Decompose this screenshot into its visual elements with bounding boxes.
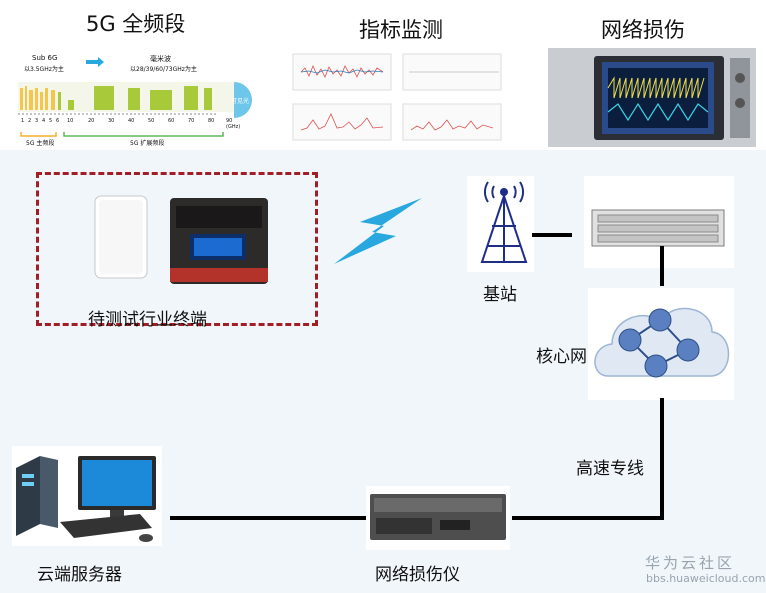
tick-label: 4	[42, 118, 46, 124]
monitor-title: 指标监测	[359, 18, 443, 42]
watermark-url: bbs.huaweicloud.com	[646, 572, 766, 585]
impairment-title: 网络损伤	[601, 18, 685, 42]
monitor-screenshot	[287, 42, 509, 146]
impairment-screenshot	[548, 48, 756, 147]
impairment-device-image	[366, 486, 510, 550]
ext-band-label: 5G 扩展频段	[130, 140, 165, 147]
tick-label: 80	[208, 118, 215, 124]
visible-light-badge: 可见光	[231, 98, 250, 105]
sub6-title: Sub 6G	[32, 54, 58, 62]
tick-label: 6	[56, 118, 60, 124]
impairment-device-label: 网络损伤仪	[375, 565, 460, 585]
tick-label: 2	[28, 118, 32, 124]
mmwave-subtitle: 以28/39/60/73GHz为主	[130, 66, 197, 73]
cloud-server-image	[12, 446, 162, 546]
cloud-server-label: 云端服务器	[37, 565, 122, 585]
spectrum-title: 5G 全频段	[86, 12, 186, 36]
tick-label: 1	[21, 118, 25, 124]
spectrum-graphic	[18, 57, 252, 137]
spectrum-chart: Sub 6G 以3.5GHz为主 毫米波 以28/39/60/73GHz为主 1…	[18, 48, 258, 148]
base-station-tower-icon	[467, 176, 534, 272]
tick-label: 50	[148, 118, 155, 124]
tick-label: 90	[226, 118, 233, 124]
tick-label: 60	[168, 118, 175, 124]
wireless-link-icon	[334, 198, 422, 264]
tick-label: 10	[67, 118, 74, 124]
router-device-image	[94, 195, 148, 279]
sub6-subtitle: 以3.5GHz为主	[24, 66, 64, 73]
main-band-label: 5G 主频段	[26, 140, 55, 147]
core-network-cloud-icon	[588, 288, 734, 400]
terminal-device-image	[170, 198, 268, 284]
core-network-label: 核心网	[536, 347, 587, 367]
base-station-label: 基站	[483, 285, 517, 305]
terminal-group-border	[36, 172, 318, 326]
tick-label: 30	[108, 118, 115, 124]
oscilloscope-image	[548, 48, 756, 147]
tick-label: 70	[188, 118, 195, 124]
tick-label: 40	[128, 118, 135, 124]
leased-line-label: 高速专线	[576, 459, 644, 479]
bbu-rack-icon	[584, 176, 734, 268]
tick-label: 3	[35, 118, 39, 124]
unit-label: (GHz)	[226, 124, 241, 130]
terminal-label: 待测试行业终端	[88, 310, 207, 330]
monitor-graphs	[292, 53, 502, 141]
tick-label: 5	[49, 118, 53, 124]
watermark-brand: 华为云社区	[645, 554, 736, 572]
tick-label: 20	[88, 118, 95, 124]
mmwave-title: 毫米波	[150, 55, 171, 63]
